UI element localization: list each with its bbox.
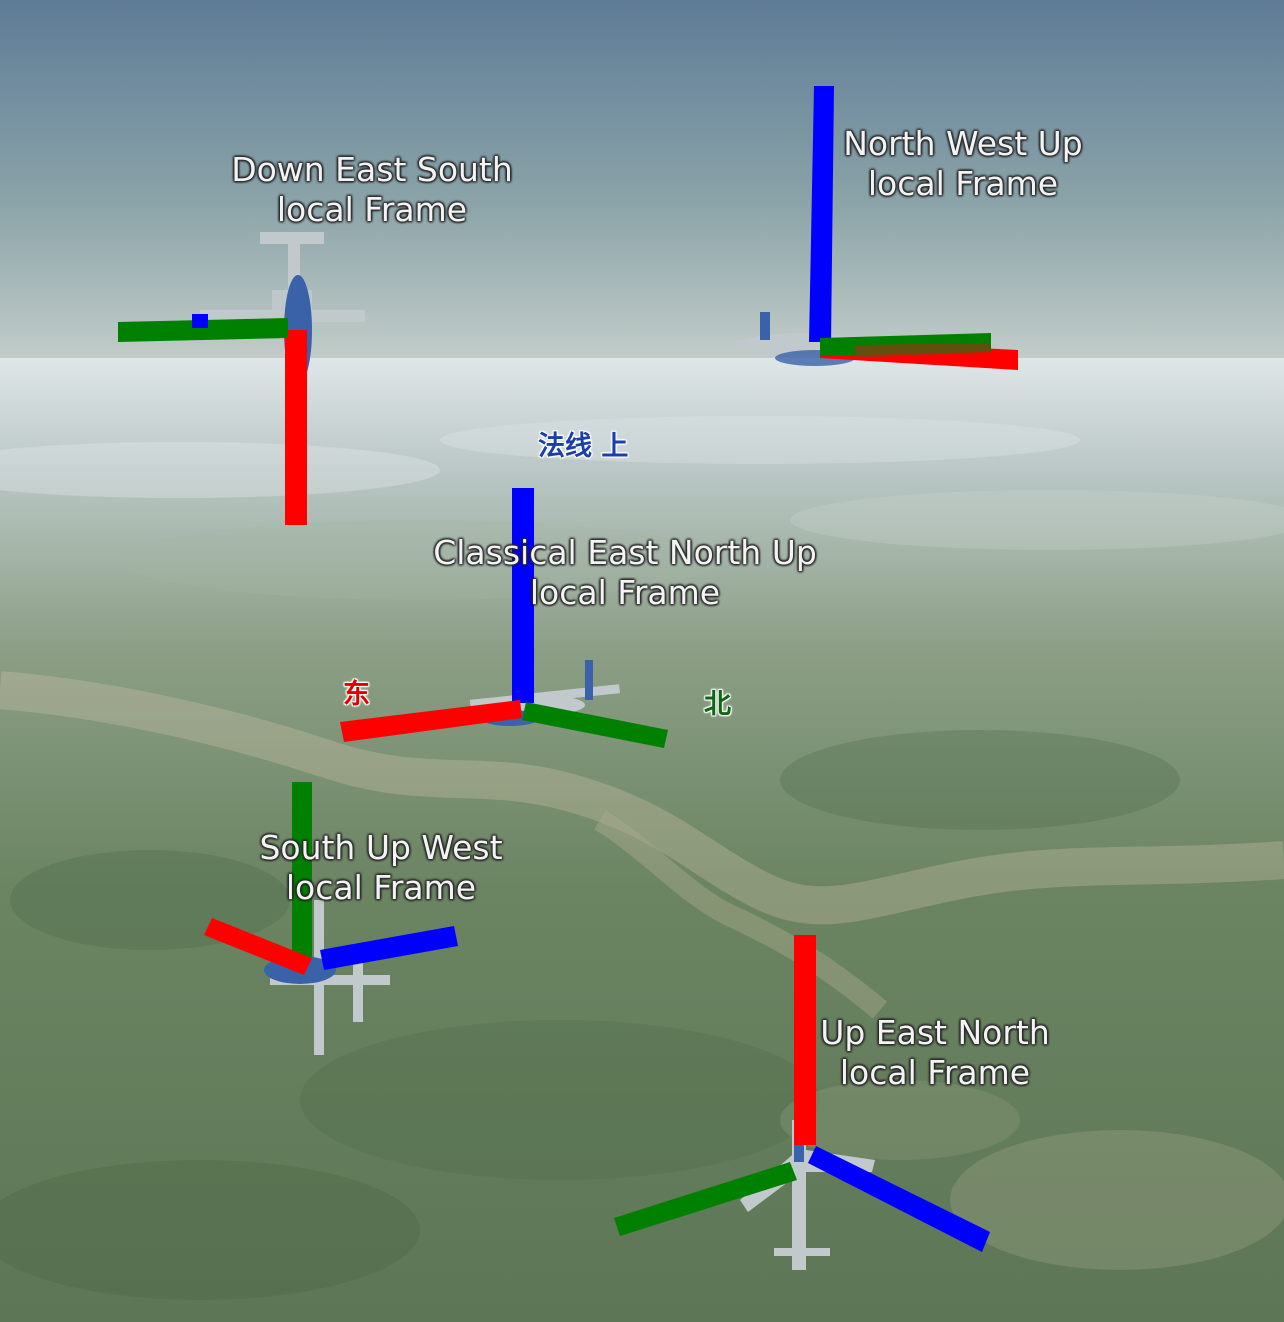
frame-label-line2: local Frame xyxy=(839,1053,1031,1092)
frame-label-down-east-south: Down East South local Frame xyxy=(224,150,520,230)
axis-z-blue xyxy=(808,1146,990,1252)
terrain xyxy=(0,358,1284,1322)
frame-down-east-south[interactable] xyxy=(118,232,365,525)
axis-y-green xyxy=(292,782,312,957)
frame-label-south-up-west: South Up West local Frame xyxy=(250,828,512,908)
axis-y-green xyxy=(118,318,288,342)
frame-label-line1: Down East South xyxy=(231,150,513,189)
axis-tag-up: 法线 上 xyxy=(538,431,629,462)
frame-label-north-west-up: North West Up local Frame xyxy=(828,124,1098,204)
axis-z-blue xyxy=(192,314,208,328)
axis-z-blue xyxy=(809,86,834,342)
frame-label-line1: North West Up xyxy=(843,124,1083,163)
axis-z-blue xyxy=(512,488,534,703)
frame-north-west-up[interactable] xyxy=(736,86,1018,370)
frame-label-up-east-north: Up East North local Frame xyxy=(810,1013,1060,1093)
frame-label-line1: Up East North xyxy=(820,1013,1050,1052)
frame-label-line2: local Frame xyxy=(529,573,721,612)
axis-tag-east: 东 xyxy=(343,679,370,710)
axis-x-red xyxy=(204,918,312,975)
frame-label-classical-east-north-up: Classical East North Up local Frame xyxy=(425,533,825,613)
frame-label-line2: local Frame xyxy=(867,164,1059,203)
axis-z-blue xyxy=(320,926,458,970)
terrain-texture xyxy=(0,416,1284,1300)
frame-label-line1: South Up West xyxy=(259,828,503,867)
axis-y-green xyxy=(614,1162,797,1236)
sky xyxy=(0,0,1284,362)
frame-classical-east-north-up[interactable] xyxy=(340,488,668,748)
frame-label-line1: Classical East North Up xyxy=(433,533,817,572)
axis-overlap xyxy=(855,343,990,358)
frame-label-line2: local Frame xyxy=(285,868,477,907)
axis-y-green xyxy=(522,702,668,748)
axis-tag-north: 北 xyxy=(704,689,731,720)
axis-x-red xyxy=(285,330,307,525)
frame-up-east-north[interactable] xyxy=(614,935,990,1270)
axis-x-red xyxy=(340,700,522,742)
frame-south-up-west[interactable] xyxy=(204,782,458,1055)
axis-x-red xyxy=(794,935,816,1145)
frame-label-line2: local Frame xyxy=(276,190,468,229)
